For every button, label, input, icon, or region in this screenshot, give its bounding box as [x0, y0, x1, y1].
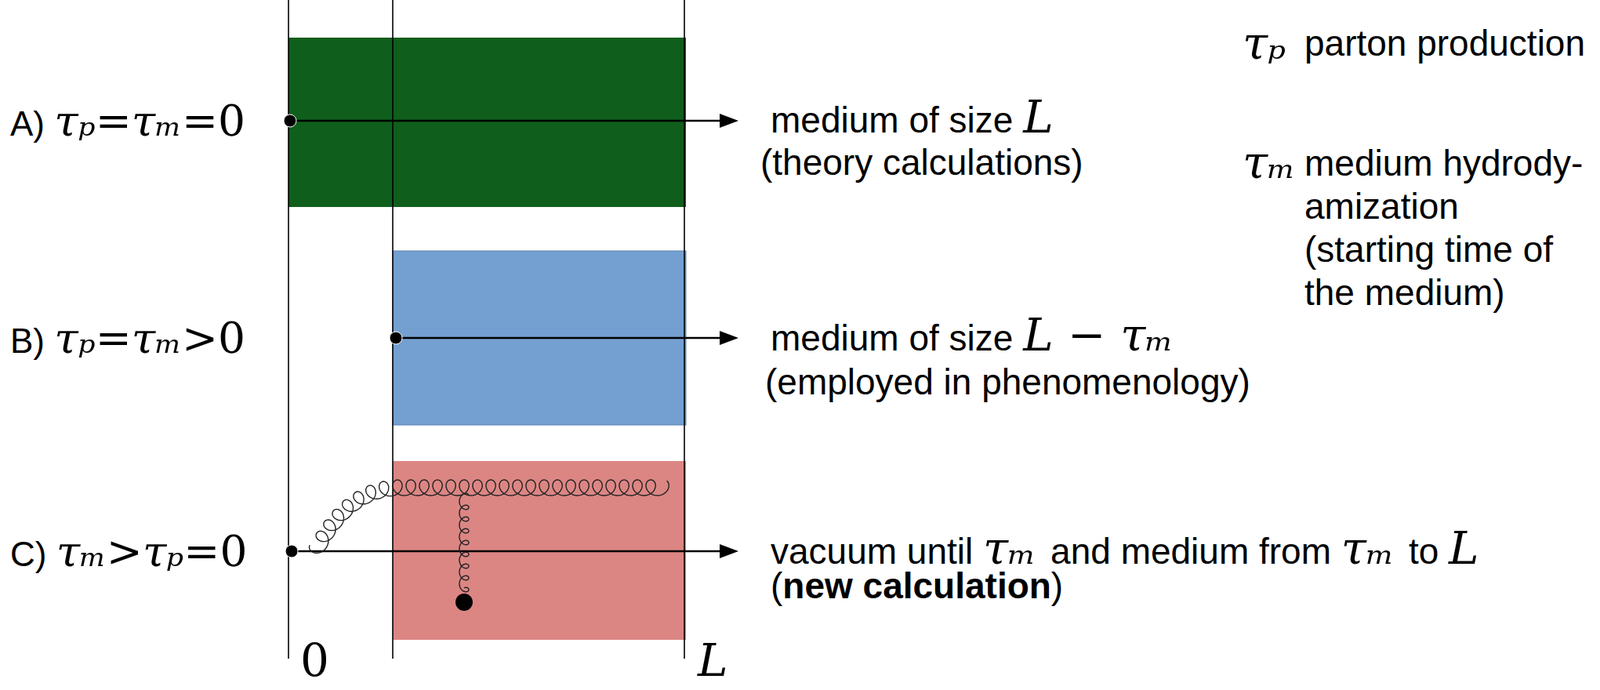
text-run: L [1448, 521, 1480, 575]
text-run: τₚ [54, 95, 95, 146]
text-run: B) [10, 321, 55, 360]
arrow-head [719, 113, 739, 128]
text-run: τₘ [1120, 308, 1174, 362]
text-run: τₘ [131, 95, 182, 146]
text-label: medium of size L [770, 90, 1054, 146]
production-dot [389, 331, 403, 345]
text-run: L [1023, 308, 1068, 362]
text-run: and medium from [1050, 530, 1342, 572]
text-run: τₘ [131, 312, 182, 363]
text-label: L [697, 633, 729, 689]
time-marker-line [391, 0, 394, 659]
text-run: =0 [181, 95, 246, 146]
text-label: (new calculation) [770, 564, 1064, 608]
text-label: (employed in phenomenology) [765, 360, 1251, 404]
text-run: A) [10, 104, 55, 143]
text-label: (theory calculations) [760, 141, 1084, 185]
parton-arrow [395, 337, 723, 340]
text-run: >0 [181, 312, 246, 363]
parton-arrow [291, 550, 723, 553]
text-run: 0 [300, 633, 330, 687]
production-dot [285, 544, 298, 558]
text-run: τₚ [142, 526, 184, 577]
medium-band [288, 37, 686, 207]
arrow-head [719, 544, 739, 559]
text-run: L [697, 633, 729, 687]
text-run: parton production [1304, 22, 1586, 64]
text-run: new calculation [782, 565, 1052, 606]
text-label: medium of size L − τₘ [770, 308, 1174, 363]
gluon-line [459, 493, 469, 592]
scattering-center [455, 593, 473, 611]
text-run: =0 [183, 526, 247, 577]
text-run: C) [10, 534, 57, 574]
text-run: = [95, 312, 132, 363]
text-run: ) [1051, 565, 1064, 606]
arrow-head [719, 330, 739, 345]
production-dot [283, 114, 297, 127]
text-label: 0 [300, 633, 330, 689]
text-run: medium hydrody- amization (starting time… [1304, 142, 1583, 313]
text-label: B) τₚ=τₘ>0 [10, 312, 246, 364]
text-run: = [95, 95, 132, 146]
text-run: τₘ [1242, 135, 1296, 189]
parton-arrow [290, 119, 723, 123]
text-run: medium of size [770, 317, 1024, 359]
time-marker-line [287, 0, 290, 659]
text-run: (employed in phenomenology) [765, 361, 1251, 403]
text-run: (theory calculations) [760, 141, 1084, 183]
text-label: A) τₚ=τₘ=0 [10, 94, 246, 147]
text-run: − [1067, 308, 1121, 362]
text-label: τₚ [1242, 16, 1286, 72]
text-run: τₚ [54, 312, 95, 363]
text-run: L [1023, 90, 1054, 144]
text-run: vacuum until [770, 530, 984, 572]
text-run: τₘ [1341, 521, 1409, 575]
text-run: τₚ [1242, 16, 1286, 70]
text-run: medium of size [770, 99, 1024, 141]
text-label: τₘ [1242, 135, 1296, 191]
time-marker-line [683, 0, 686, 659]
text-label: medium hydrody- amization (starting time… [1304, 141, 1592, 315]
text-label: parton production [1304, 21, 1586, 66]
text-run: > [106, 526, 143, 577]
text-run: to [1408, 530, 1449, 572]
gluon-line [309, 479, 670, 553]
text-label: C) τₘ>τₚ=0 [10, 525, 247, 577]
text-run: τₘ [56, 526, 107, 577]
text-run: ( [770, 565, 783, 606]
